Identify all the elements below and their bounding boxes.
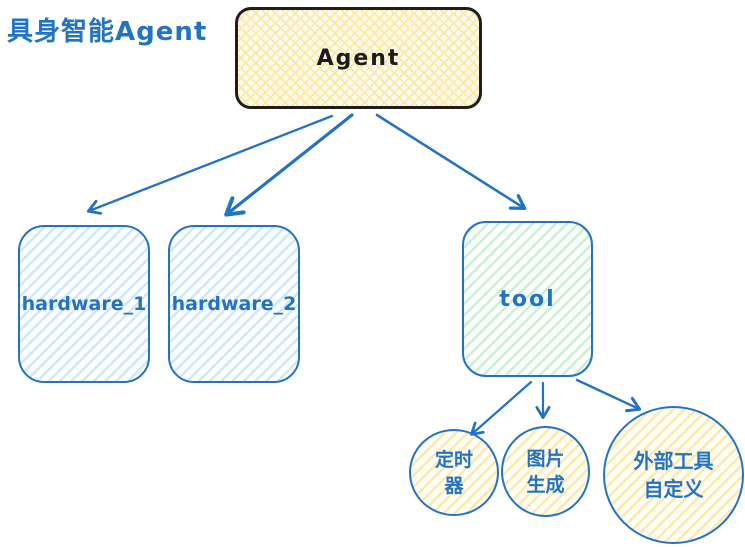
node-external-tool-custom-label-line2: 自定义 [643, 477, 704, 501]
arrow-agent-to-hardware1 [86, 114, 334, 215]
node-image-generation: 图片 生成 [501, 426, 590, 517]
arrow-tool-to-external-tool [575, 378, 642, 413]
diagram-title: 具身智能Agent [7, 17, 208, 47]
node-external-tool-custom-label-line1: 外部工具 [633, 449, 714, 473]
node-agent-label: Agent [316, 45, 401, 71]
node-tool-label: tool [499, 286, 556, 312]
node-hardware-2-label: hardware_2 [171, 293, 297, 315]
node-timer-label-line1: 定时 [434, 448, 473, 471]
node-timer: 定时 器 [409, 429, 499, 516]
arrow-agent-to-hardware2 [224, 113, 354, 217]
node-hardware-1: hardware_1 [18, 225, 150, 383]
node-external-tool-custom: 外部工具 自定义 [603, 406, 744, 544]
node-timer-label-line2: 器 [444, 474, 464, 497]
node-tool: tool [462, 221, 593, 377]
node-image-generation-label-line1: 图片 [526, 447, 565, 470]
node-hardware-1-label: hardware_1 [21, 293, 147, 315]
arrow-tool-to-timer [470, 380, 533, 436]
node-hardware-2: hardware_2 [168, 225, 300, 383]
node-image-generation-label-line2: 生成 [526, 473, 565, 496]
arrow-agent-to-tool [375, 113, 527, 211]
node-agent: Agent [235, 7, 482, 109]
